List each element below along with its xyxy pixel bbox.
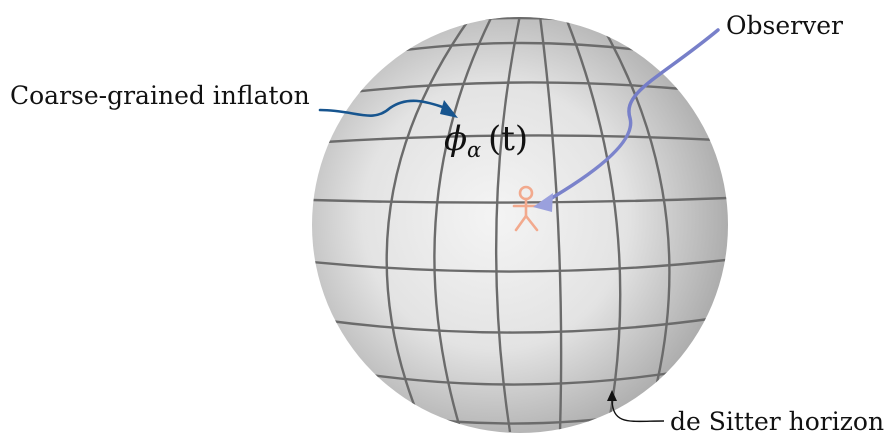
longitude-line (385, 17, 471, 421)
latitude-line (389, 41, 657, 54)
longitude-line (494, 17, 522, 433)
inflaton-arrowhead (440, 100, 458, 118)
sphere-grid (312, 17, 728, 433)
horizon-arrow (611, 399, 665, 423)
observer-label: Observer (726, 11, 843, 40)
horizon-arrowhead (607, 390, 617, 401)
latitude-line (312, 196, 728, 204)
longitude-line (433, 17, 494, 429)
observer-arrowhead (533, 193, 553, 212)
longitude-line (598, 21, 671, 419)
stick-figure-icon (512, 185, 540, 232)
latitude-line (324, 134, 719, 144)
latitude-line (349, 368, 691, 386)
inflaton-arrow (318, 99, 448, 117)
latitude-line (351, 81, 695, 94)
longitude-line (538, 17, 563, 433)
math-symbol: ϕ (444, 119, 467, 159)
math-subscript: α (467, 138, 481, 162)
inflaton-math-label: ϕ α (t) (444, 119, 528, 162)
longitude-line (564, 17, 622, 429)
latitude-line (321, 316, 717, 334)
horizon-label: de Sitter horizon (670, 407, 884, 436)
inflaton-label: Coarse-grained inflaton (10, 81, 310, 110)
observer-arrow (543, 28, 720, 204)
math-argument: (t) (488, 119, 528, 159)
